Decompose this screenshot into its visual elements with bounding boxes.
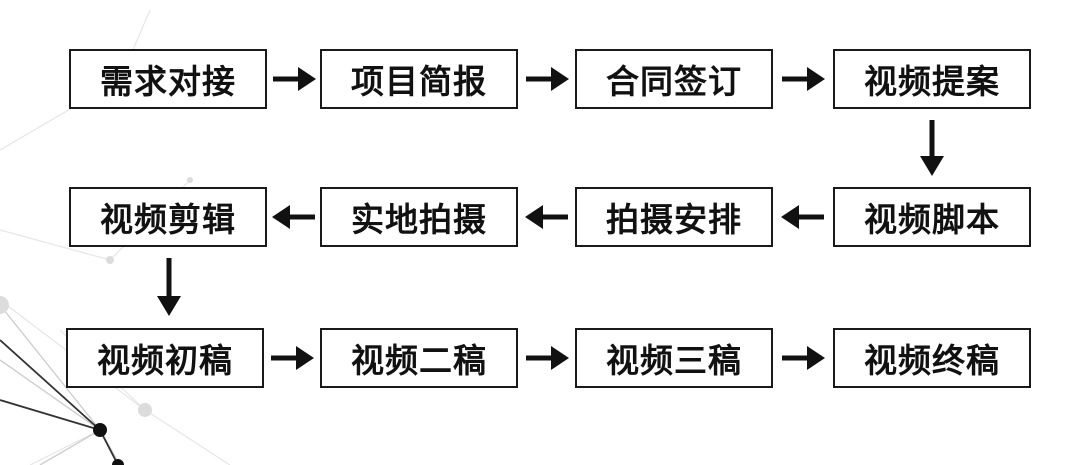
step-9-label: 视频初稿: [97, 341, 233, 380]
step-3-label: 合同签订: [606, 62, 742, 101]
step-3: 合同签订: [575, 49, 773, 109]
arrow-icon: [526, 67, 569, 91]
arrow-icon: [157, 258, 181, 316]
step-5: 视频脚本: [833, 187, 1031, 247]
arrow-icon: [782, 67, 825, 91]
arrow-icon: [273, 67, 316, 91]
step-7-label: 实地拍摄: [351, 200, 487, 239]
step-2-label: 项目简报: [351, 62, 487, 101]
step-6: 拍摄安排: [575, 187, 773, 247]
step-1-label: 需求对接: [100, 62, 236, 101]
step-1: 需求对接: [69, 49, 267, 109]
step-8: 视频剪辑: [69, 187, 267, 247]
step-12-label: 视频终稿: [864, 341, 1000, 380]
arrow-icon: [782, 346, 825, 370]
step-7: 实地拍摄: [320, 187, 518, 247]
step-2: 项目简报: [320, 49, 518, 109]
arrow-icon: [526, 346, 569, 370]
step-12: 视频终稿: [833, 328, 1031, 388]
arrow-icon: [525, 205, 568, 229]
step-11-label: 视频三稿: [606, 341, 742, 380]
step-4-label: 视频提案: [864, 62, 1000, 101]
step-11: 视频三稿: [575, 328, 773, 388]
arrow-icon: [271, 346, 314, 370]
arrow-icon: [272, 205, 315, 229]
step-10: 视频二稿: [320, 328, 518, 388]
arrow-icon: [920, 120, 944, 176]
step-5-label: 视频脚本: [864, 200, 1000, 239]
step-8-label: 视频剪辑: [100, 200, 236, 239]
step-10-label: 视频二稿: [351, 341, 487, 380]
step-9: 视频初稿: [66, 328, 264, 388]
step-4: 视频提案: [833, 49, 1031, 109]
arrow-icon: [781, 205, 824, 229]
step-6-label: 拍摄安排: [606, 200, 742, 239]
